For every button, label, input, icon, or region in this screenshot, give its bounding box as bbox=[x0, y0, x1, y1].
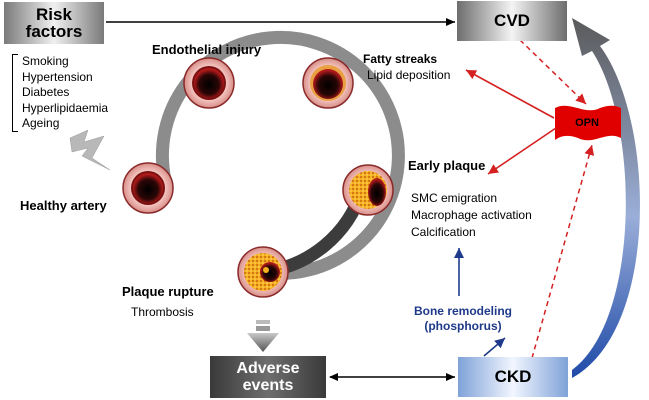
lipid-deposition-label: Lipid deposition bbox=[367, 68, 451, 82]
endothelial-injury-label: Endothelial injury bbox=[152, 42, 262, 57]
healthy-artery-icon bbox=[122, 162, 174, 214]
early-plaque-detail-item: Macrophage activation bbox=[411, 208, 532, 222]
endothelial-injury-artery-icon bbox=[183, 57, 235, 109]
risk-factors-box: Risk factors bbox=[4, 2, 104, 44]
cvd-box: CVD bbox=[457, 1, 567, 41]
risk-factors-label: Risk factors bbox=[25, 5, 83, 41]
risk-factor-list: Smoking Hypertension Diabetes Hyperlipid… bbox=[22, 54, 108, 132]
risk-factor-item: Diabetes bbox=[22, 85, 70, 99]
ckd-to-cvd-curved-arrow bbox=[572, 18, 640, 378]
adverse-events-box: Adverse events bbox=[210, 356, 326, 398]
bone-remodeling-label: Bone remodeling (phosphorus) bbox=[413, 304, 512, 333]
adverse-events-label: Adverse events bbox=[236, 360, 300, 394]
ckd-label: CKD bbox=[494, 367, 532, 386]
early-plaque-label: Early plaque bbox=[408, 158, 486, 173]
opn-to-early-plaque-arrow bbox=[487, 127, 557, 175]
opn-label: OPN bbox=[575, 117, 599, 129]
fatty-streak-artery-icon bbox=[302, 57, 354, 109]
opn-to-fatty-streaks-arrow bbox=[465, 69, 555, 119]
opn-flag-shape bbox=[555, 105, 621, 141]
plaque-rupture-label: Plaque rupture bbox=[122, 284, 214, 299]
lightning-bolt-icon bbox=[69, 129, 111, 171]
healthy-artery-label: Healthy artery bbox=[20, 198, 107, 213]
thrombosis-label: Thrombosis bbox=[131, 305, 194, 319]
fatty-streaks-label: Fatty streaks bbox=[363, 52, 438, 66]
early-plaque-details: SMC emigration Macrophage activation Cal… bbox=[411, 190, 532, 241]
early-plaque-detail-item: Calcification bbox=[411, 225, 476, 239]
ckd-to-opn-dashed-arrow bbox=[531, 144, 595, 359]
progression-ring bbox=[155, 31, 405, 280]
risk-factor-item: Hypertension bbox=[22, 69, 93, 84]
risk-factor-item: Smoking bbox=[22, 54, 69, 68]
risk-factor-item: Hyperlipidaemia bbox=[22, 100, 109, 115]
plaque-rupture-artery-icon bbox=[237, 246, 289, 298]
ckd-box: CKD bbox=[458, 357, 568, 397]
cvd-to-opn-dashed-arrow bbox=[519, 39, 587, 105]
early-plaque-artery-icon bbox=[342, 164, 394, 216]
risk-factor-item: Ageing bbox=[22, 116, 60, 130]
risk-factor-bracket bbox=[12, 54, 18, 132]
early-plaque-detail-item: SMC emigration bbox=[411, 191, 498, 205]
cvd-label: CVD bbox=[494, 11, 530, 30]
plaque-to-adverse-arrow bbox=[247, 320, 279, 352]
ckd-to-bone-arrow bbox=[483, 337, 506, 357]
